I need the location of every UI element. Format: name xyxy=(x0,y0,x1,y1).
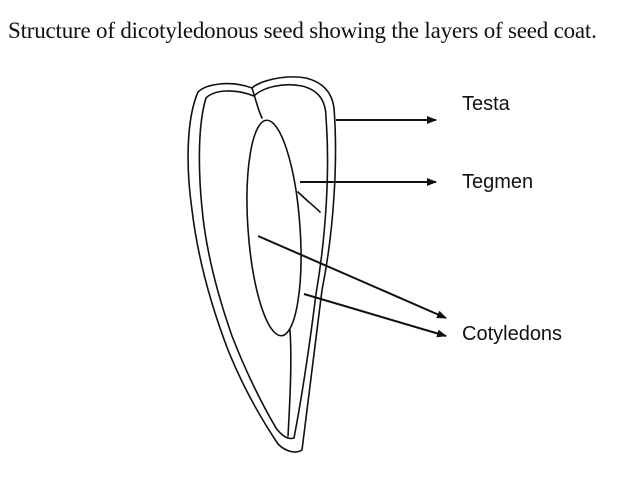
cotyledon-ellipse xyxy=(246,119,302,337)
testa-label: Testa xyxy=(462,93,511,115)
tegmen-division-line xyxy=(297,191,321,213)
cotyledons-label: Cotyledons xyxy=(462,323,562,345)
tegmen-label: Tegmen xyxy=(462,171,533,193)
radicle-line xyxy=(287,329,292,437)
cotyledon-arrow-upper xyxy=(257,235,447,319)
testa-outer-outline xyxy=(187,76,337,453)
cotyledon-arrow-lower xyxy=(303,293,447,338)
seed-notch-line xyxy=(251,87,263,119)
diagram-title: Structure of dicotyledonous seed showing… xyxy=(8,18,597,43)
tegmen-inner-outline xyxy=(198,83,329,440)
